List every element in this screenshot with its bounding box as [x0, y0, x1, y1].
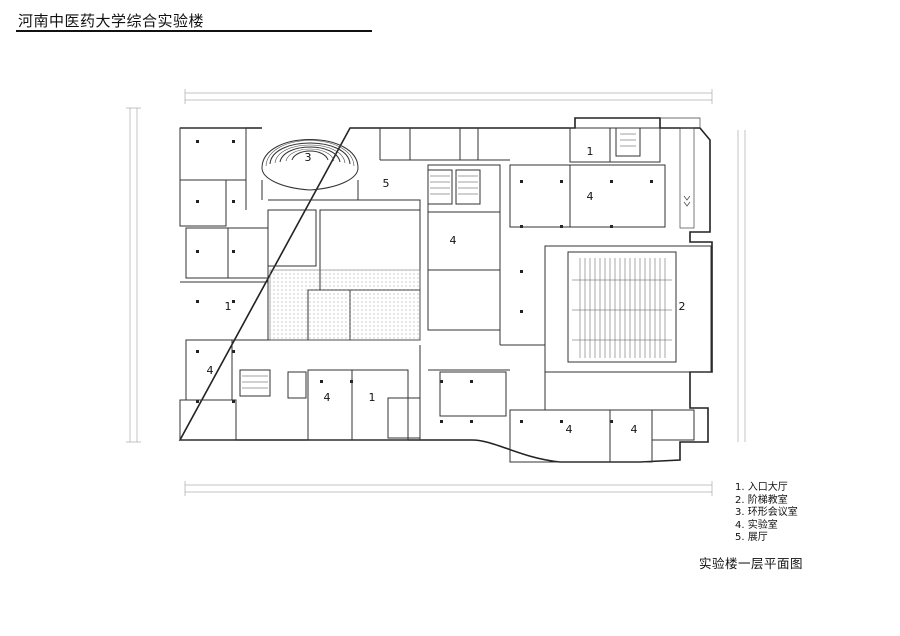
legend-item: 2. 阶梯教室	[735, 494, 788, 506]
plan-caption: 实验楼一层平面图	[699, 556, 804, 571]
room-label-lab-ne: 4	[587, 190, 594, 203]
room-label-west-entry: 1	[225, 300, 232, 313]
legend: 1. 入口大厅 2. 阶梯教室 3. 环形会议室 4. 实验室 5. 展厅	[735, 482, 798, 545]
title-underline	[16, 30, 372, 32]
room-label-lab-sw: 4	[207, 364, 214, 377]
room-label-lab-s: 4	[324, 391, 331, 404]
page-title: 河南中医药大学综合实验楼	[18, 12, 205, 30]
room-label-lab-se2: 4	[631, 423, 638, 436]
interior-walls	[179, 127, 712, 463]
dimension-lines	[126, 89, 746, 496]
legend-item: 5. 展厅	[735, 532, 768, 543]
structural-columns	[196, 140, 653, 423]
courtyard-hatch	[269, 269, 421, 341]
stair-treads	[242, 133, 636, 389]
room-labels: 3 5 1 4 4 2 1 4 4 1 4 4	[207, 145, 686, 436]
lecture-seating	[572, 258, 672, 358]
room-label-lab-se1: 4	[566, 423, 573, 436]
east-ramp	[660, 117, 701, 229]
legend-item: 4. 实验室	[735, 519, 778, 531]
legend-item: 1. 入口大厅	[735, 482, 788, 493]
room-label-exhibit: 5	[383, 177, 390, 190]
legend-item: 3. 环形会议室	[735, 507, 798, 518]
room-label-ring-hall: 3	[305, 151, 312, 164]
room-label-south-entry: 1	[369, 391, 376, 404]
room-label-lab-center: 4	[450, 234, 457, 247]
room-label-lecture: 2	[679, 300, 686, 313]
room-label-north-entry: 1	[587, 145, 594, 158]
